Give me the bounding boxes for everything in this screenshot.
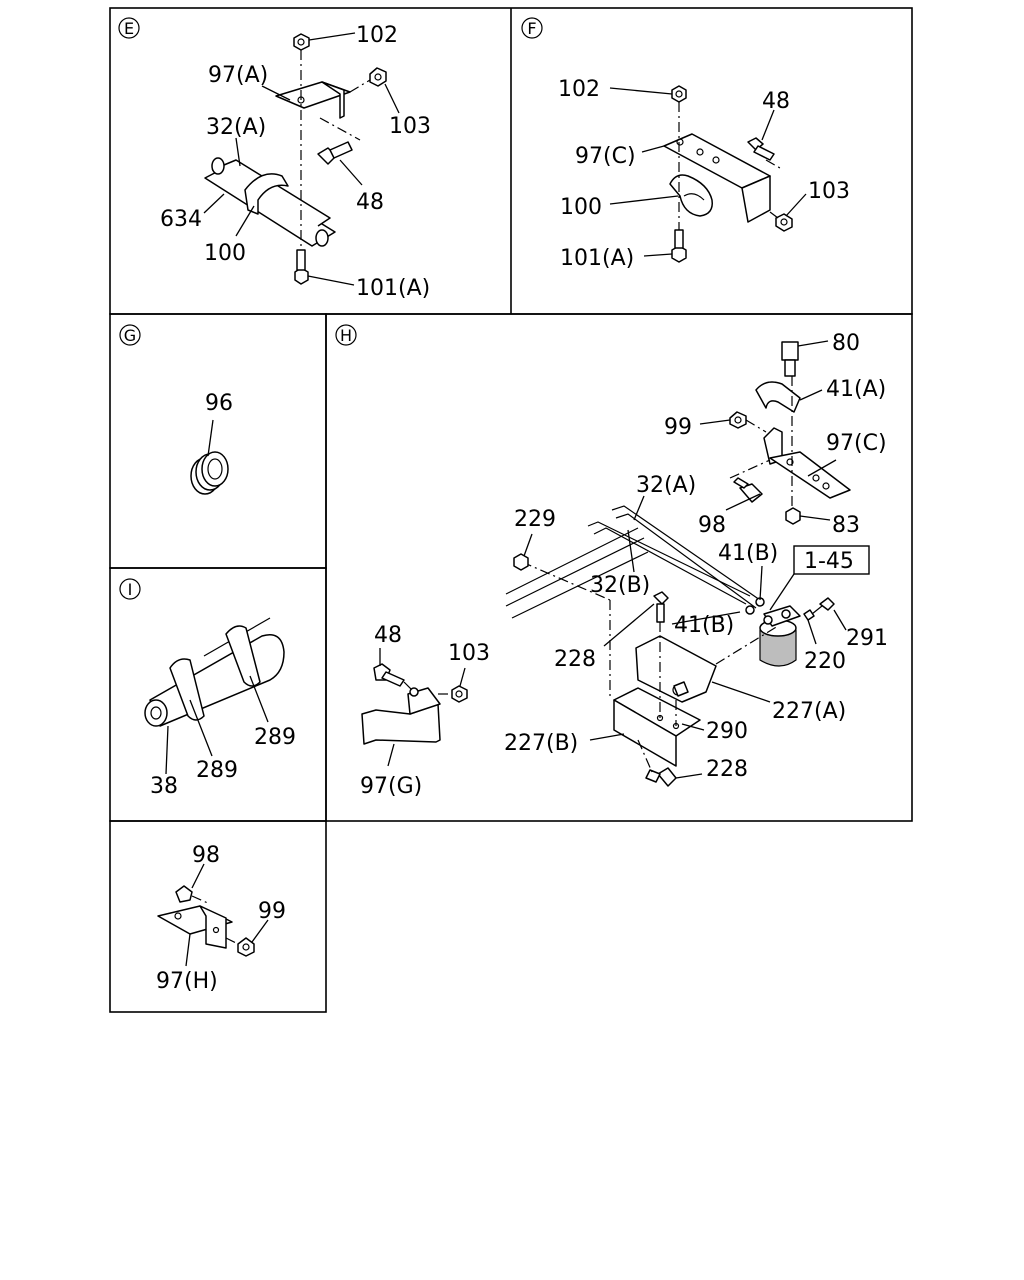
callout-h-97g: 97(G) (360, 774, 422, 799)
callout-h-291: 291 (846, 626, 888, 651)
callout-h-227b: 227(B) (504, 731, 578, 756)
callout-f-102: 102 (558, 77, 600, 102)
callout-e-103: 103 (389, 114, 431, 139)
ref-box-label: 1-45 (804, 549, 854, 574)
callout-e-634: 634 (160, 207, 202, 232)
panel-letter-f: F (527, 19, 536, 38)
callout-j-99: 99 (258, 899, 286, 924)
callout-h-41b-1: 41(B) (718, 541, 778, 566)
callout-h-97c: 97(C) (826, 431, 887, 456)
panel-letter-i: I (128, 580, 133, 599)
callout-f-103: 103 (808, 179, 850, 204)
callout-h-83: 83 (832, 513, 860, 538)
callout-j-97h: 97(H) (156, 969, 218, 994)
callout-j-98: 98 (192, 843, 220, 868)
callout-h-32a: 32(A) (636, 473, 696, 498)
panel-tag-f: F (521, 17, 543, 39)
panel-g-drawing: 96 (190, 391, 233, 495)
callout-h-227a: 227(A) (772, 699, 846, 724)
callout-f-100: 100 (560, 195, 602, 220)
callout-h-228-bottom: 228 (706, 757, 748, 782)
callout-i-289a: 289 (254, 725, 296, 750)
callout-e-101a: 101(A) (356, 276, 430, 301)
panel-frames (109, 7, 913, 1013)
panel-letter-h: H (340, 326, 352, 345)
callout-h-103: 103 (448, 641, 490, 666)
callout-i-38: 38 (150, 774, 178, 799)
callout-f-97c: 97(C) (575, 144, 636, 169)
panel-tag-h: H (335, 324, 357, 346)
callout-e-32a: 32(A) (206, 115, 266, 140)
callout-e-100: 100 (204, 241, 246, 266)
callout-h-98: 98 (698, 513, 726, 538)
callout-h-41b-2: 41(B) (674, 613, 734, 638)
callout-f-101a: 101(A) (560, 246, 634, 271)
callout-h-41a: 41(A) (826, 377, 886, 402)
callout-g-96: 96 (205, 391, 233, 416)
callout-h-32b: 32(B) (590, 573, 650, 598)
callout-h-290: 290 (706, 719, 748, 744)
callout-i-289b: 289 (196, 758, 238, 783)
callout-e-48: 48 (356, 190, 384, 215)
callout-h-220: 220 (804, 649, 846, 674)
panel-f-drawing: 102 48 97(C) 103 100 101(A) (558, 77, 850, 271)
panel-tag-e: E (118, 17, 140, 39)
panel-j-drawing: 98 99 97(H) (156, 843, 286, 994)
panel-i-drawing: 38 289 289 (144, 617, 296, 799)
panel-letter-e: E (124, 19, 134, 38)
panel-e-drawing: 102 97(A) 103 32(A) 48 634 100 101(A) (160, 23, 431, 301)
callout-e-102: 102 (356, 23, 398, 48)
panel-h-drawing: 1-45 80 41(A) 99 97(C) 32(A) 98 83 229 4… (360, 331, 888, 799)
callout-h-80: 80 (832, 331, 860, 356)
callout-e-97a: 97(A) (208, 63, 268, 88)
callout-f-48: 48 (762, 89, 790, 114)
callout-h-99: 99 (664, 415, 692, 440)
panel-tag-g: G (119, 324, 141, 346)
panel-letter-g: G (124, 326, 136, 345)
panel-tag-i: I (119, 578, 141, 600)
callout-h-48: 48 (374, 623, 402, 648)
callout-h-229: 229 (514, 507, 556, 532)
callout-h-228-top: 228 (554, 647, 596, 672)
